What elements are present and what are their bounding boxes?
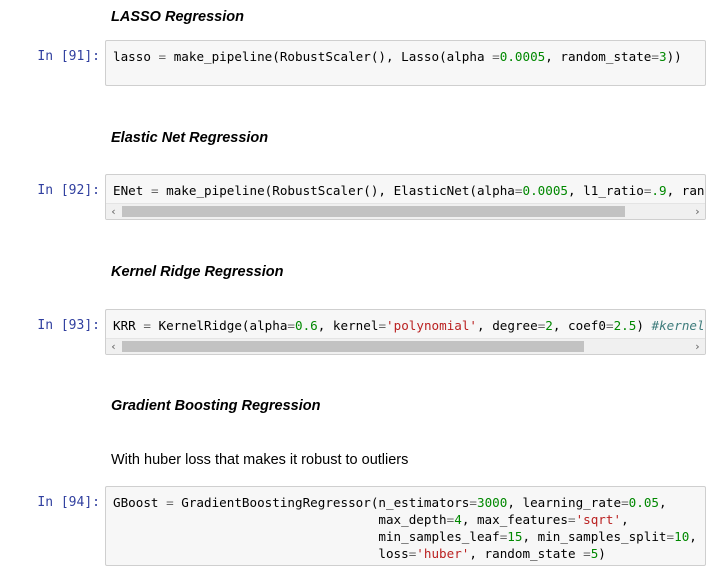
scroll-left-icon[interactable]: ‹ (111, 340, 116, 353)
code-line: loss='huber', random_state =5) (113, 546, 606, 561)
code-line: min_samples_leaf=15, min_samples_split=1… (113, 529, 697, 544)
scrollbar-thumb[interactable] (122, 341, 584, 352)
scroll-right-icon[interactable]: › (695, 205, 700, 218)
cell-prompt-94: In [94]: (37, 495, 100, 510)
cell-prompt-92: In [92]: (37, 183, 100, 198)
code-line: max_depth=4, max_features='sqrt', (113, 512, 629, 527)
scroll-left-icon[interactable]: ‹ (111, 205, 116, 218)
cell-prompt-91: In [91]: (37, 49, 100, 64)
code-line: lasso = make_pipeline(RobustScaler(), La… (113, 49, 682, 64)
heading-kernel-ridge-regression: Kernel Ridge Regression (111, 264, 284, 280)
code-block: GBoost = GradientBoostingRegressor(n_est… (113, 494, 697, 562)
code-cell-92[interactable]: ENet = make_pipeline(RobustScaler(), Ela… (105, 174, 706, 220)
heading-elastic-net-regression: Elastic Net Regression (111, 130, 269, 146)
horizontal-scrollbar[interactable]: ‹ › (106, 203, 705, 219)
scroll-right-icon[interactable]: › (695, 340, 700, 353)
code-line: KRR = KernelRidge(alpha=0.6, kernel='pol… (113, 318, 705, 333)
scrollbar-thumb[interactable] (122, 206, 625, 217)
code-line: ENet = make_pipeline(RobustScaler(), Ela… (113, 183, 705, 198)
code-line: GBoost = GradientBoostingRegressor(n_est… (113, 495, 667, 510)
heading-gradient-boosting-regression: Gradient Boosting Regression (111, 398, 321, 414)
code-cell-94[interactable]: GBoost = GradientBoostingRegressor(n_est… (105, 486, 706, 566)
heading-lasso-regression: LASSO Regression (111, 9, 244, 25)
code-cell-91[interactable]: lasso = make_pipeline(RobustScaler(), La… (105, 40, 706, 86)
code-cell-93[interactable]: KRR = KernelRidge(alpha=0.6, kernel='pol… (105, 309, 706, 355)
horizontal-scrollbar[interactable]: ‹ › (106, 338, 705, 354)
cell-prompt-93: In [93]: (37, 318, 100, 333)
markdown-note-huber: With huber loss that makes it robust to … (111, 452, 409, 468)
